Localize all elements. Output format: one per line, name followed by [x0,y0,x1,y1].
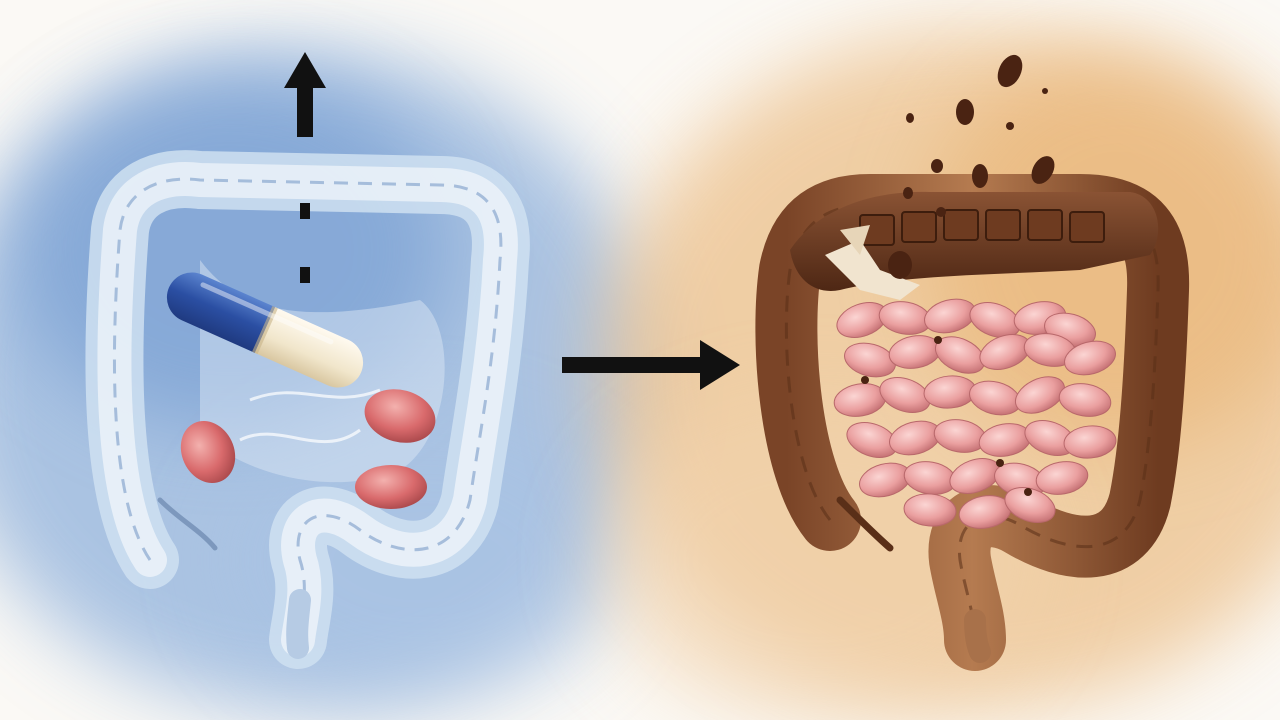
pill-icon [1004,487,1056,523]
pill-icon [934,336,986,374]
arrow-up-icon [284,52,326,283]
pill-icon [879,377,931,413]
arrow-right-icon [562,340,740,390]
chocolate-speck [861,376,869,384]
chocolate-speck [934,336,942,344]
pill-icon [364,389,436,443]
red-pills [180,389,436,509]
chocolate-speck [1024,488,1032,496]
pill-icon [1035,461,1089,495]
pill-icon [180,420,236,484]
pill-icon [844,342,896,378]
pill-icon [355,465,427,509]
chocolate-crumbs-icon [888,54,1055,279]
chocolate-bar-icon [790,191,1159,300]
pill-icon [1058,383,1112,417]
pill-cluster-icon [833,298,1117,529]
capsule-icon [166,272,364,388]
pill-icon [903,493,957,527]
pill-icon [1014,376,1066,414]
chocolate-speck [996,459,1004,467]
pill-icon [1064,340,1116,376]
pill-icon [1063,425,1117,459]
